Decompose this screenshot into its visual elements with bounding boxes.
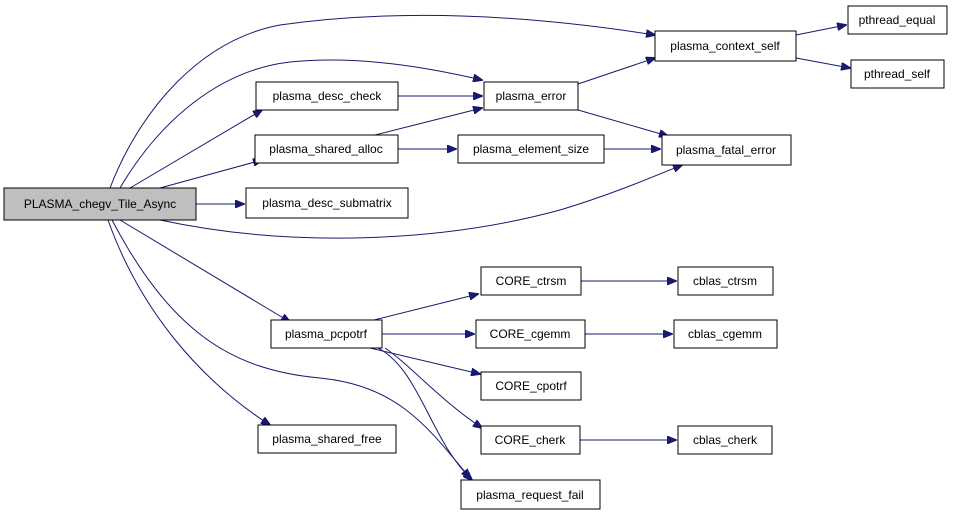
node-label: cblas_cherk (693, 433, 758, 447)
edge-shared-alloc-error (374, 108, 482, 136)
edge-root-fatal-error (159, 165, 682, 239)
node-root[interactable]: PLASMA_chegv_Tile_Async (3, 187, 197, 221)
node-label: cblas_ctrsm (693, 274, 757, 288)
node-label: plasma_request_fail (476, 488, 583, 502)
node-label: plasma_desc_check (273, 89, 383, 103)
edge-root-shared-free (107, 219, 270, 425)
edge-context-self-pthread-self (795, 57, 850, 68)
node-label: plasma_fatal_error (676, 143, 776, 157)
edge-pcpotrf-core-cherk (384, 347, 482, 428)
node-shared-alloc[interactable]: plasma_shared_alloc (254, 134, 399, 164)
edge-root-desc-check (129, 110, 262, 189)
node-label: CORE_cpotrf (495, 379, 567, 393)
edge-root-shared-alloc (159, 160, 262, 189)
edge-context-self-pthread-equal (795, 25, 846, 36)
node-label: cblas_cgemm (688, 327, 762, 341)
node-core-cgemm[interactable]: CORE_cgemm (475, 319, 586, 349)
node-pthread-equal[interactable]: pthread_equal (847, 5, 948, 35)
node-core-cpotrf[interactable]: CORE_cpotrf (480, 371, 582, 401)
node-label: plasma_desc_submatrix (262, 196, 391, 210)
edge-root-error (119, 59, 482, 189)
node-element-size[interactable]: plasma_element_size (457, 134, 605, 164)
node-desc-submatrix[interactable]: plasma_desc_submatrix (245, 187, 409, 219)
edge-error-context-self (577, 58, 655, 85)
node-label: plasma_error (496, 89, 567, 103)
node-label: plasma_element_size (473, 142, 589, 156)
nodes: PLASMA_chegv_Tile_Async plasma_desc_chec… (3, 5, 948, 510)
node-label: plasma_pcpotrf (285, 327, 368, 341)
edge-root-request-fail (111, 219, 470, 478)
node-pcpotrf[interactable]: plasma_pcpotrf (270, 319, 383, 349)
node-cblas-ctrsm[interactable]: cblas_ctrsm (677, 266, 774, 296)
node-shared-free[interactable]: plasma_shared_free (257, 424, 397, 454)
node-fatal-error[interactable]: plasma_fatal_error (661, 134, 792, 166)
edge-pcpotrf-core-cpotrf (369, 347, 480, 374)
node-label: pthread_equal (859, 13, 936, 27)
node-cblas-cherk[interactable]: cblas_cherk (677, 425, 773, 455)
node-label: CORE_cgemm (490, 327, 571, 341)
edge-pcpotrf-core-ctrsm (369, 294, 478, 322)
node-label: plasma_context_self (670, 39, 780, 53)
node-label: pthread_self (864, 67, 931, 81)
node-label: PLASMA_chegv_Tile_Async (24, 197, 176, 211)
node-request-fail[interactable]: plasma_request_fail (460, 479, 601, 510)
edge-root-pcpotrf (119, 219, 290, 322)
node-desc-check[interactable]: plasma_desc_check (255, 81, 399, 111)
node-core-cherk[interactable]: CORE_cherk (480, 425, 581, 455)
edge-root-context-self (109, 14, 655, 189)
edges (107, 14, 850, 480)
node-error[interactable]: plasma_error (483, 81, 579, 111)
node-label: plasma_shared_free (272, 432, 382, 446)
node-label: CORE_ctrsm (496, 274, 567, 288)
edge-error-fatal-error (577, 109, 668, 136)
node-core-ctrsm[interactable]: CORE_ctrsm (480, 266, 582, 296)
node-label: plasma_shared_alloc (269, 142, 382, 156)
node-pthread-self[interactable]: pthread_self (850, 59, 945, 89)
node-cblas-cgemm[interactable]: cblas_cgemm (673, 319, 778, 349)
edge-pcpotrf-request-fail (377, 347, 472, 480)
node-label: CORE_cherk (495, 433, 567, 447)
node-context-self[interactable]: plasma_context_self (654, 30, 797, 62)
